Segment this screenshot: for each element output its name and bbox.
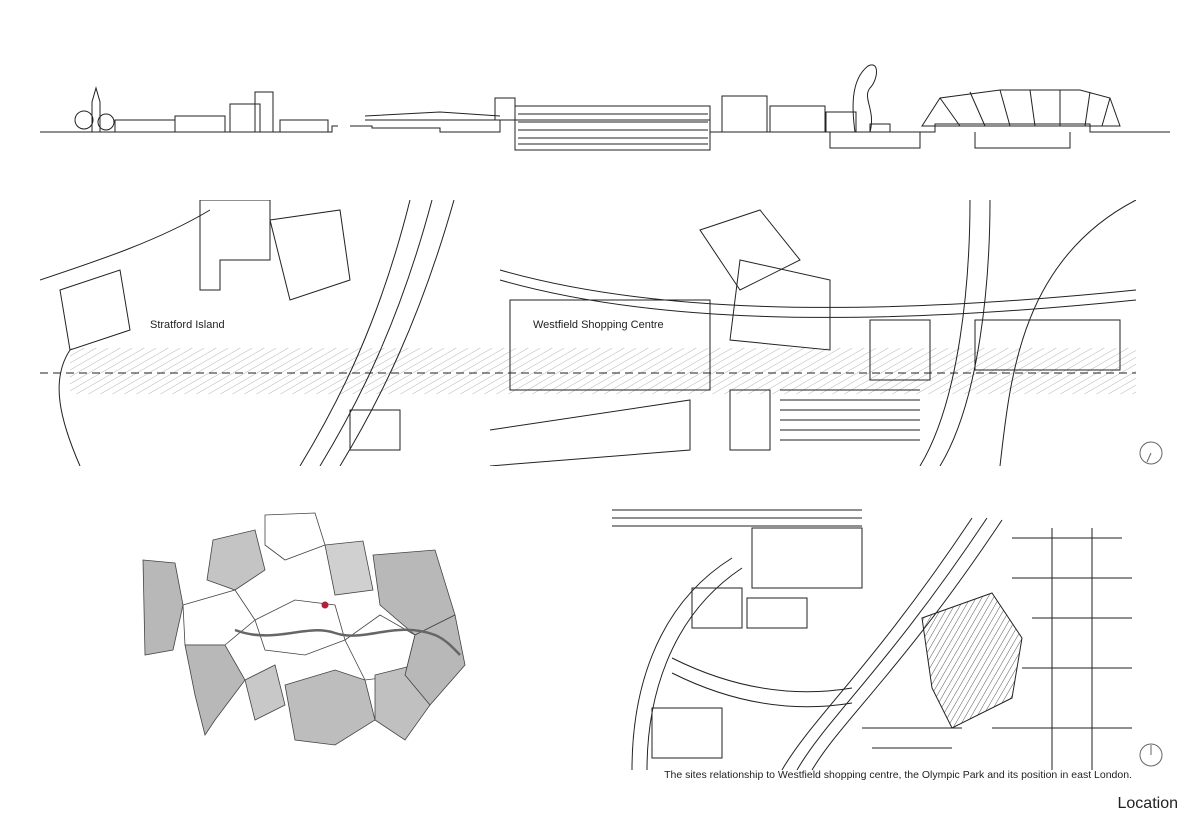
site-section-elevation	[40, 40, 1170, 170]
london-boroughs-map	[135, 505, 470, 760]
figure-caption: The sites relationship to Westfield shop…	[664, 769, 1132, 781]
page-title: Location	[1117, 795, 1179, 812]
north-arrow-icon	[1138, 440, 1164, 466]
site-plan-strip	[40, 200, 1136, 466]
north-arrow-icon	[1138, 742, 1164, 768]
neighbourhood-plan	[612, 498, 1134, 770]
stratford-island-label: Stratford Island	[150, 319, 225, 331]
site-marker-icon	[321, 601, 329, 609]
westfield-label: Westfield Shopping Centre	[533, 319, 664, 331]
